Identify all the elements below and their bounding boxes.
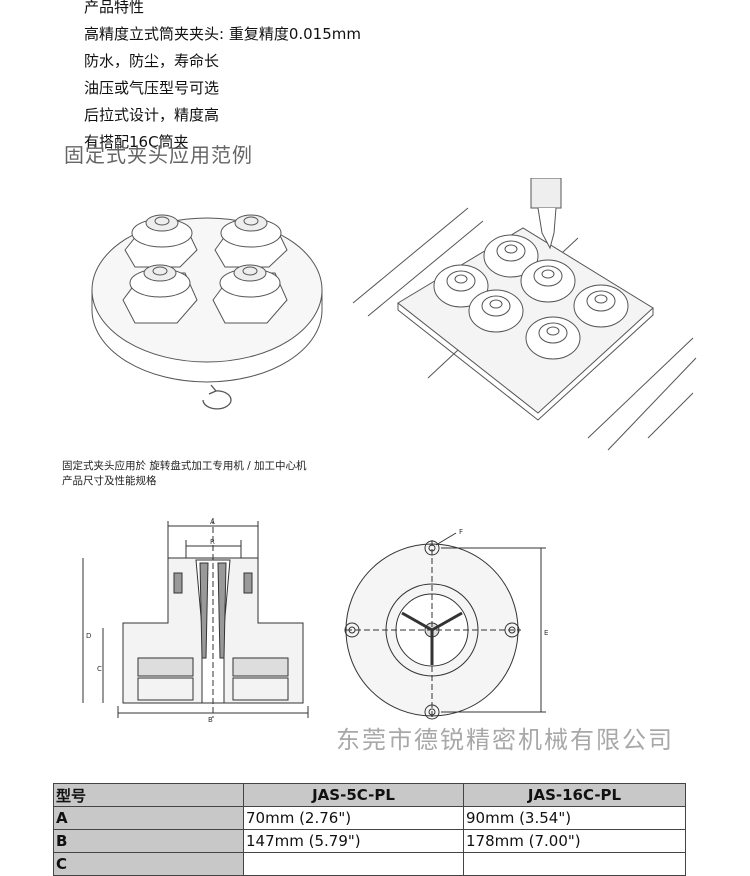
- dim-label-a: A: [210, 518, 215, 526]
- dim-label-c: C: [97, 665, 102, 673]
- table-row: A 70mm (2.76") 90mm (3.54"): [53, 806, 686, 830]
- dim-label-r: R: [210, 538, 215, 546]
- dim-label-f: F: [459, 528, 463, 536]
- figure-caption: 固定式夹头应用於 旋转盘式加工专用机 / 加工中心机 产品尺寸及性能规格: [62, 459, 307, 489]
- chuck-unit: [212, 264, 288, 324]
- dim-label-e: E: [544, 629, 548, 637]
- table-cell: 147mm (5.79"): [243, 829, 464, 853]
- feature-item: 有搭配16C筒夹: [84, 133, 189, 151]
- table-cell: 178mm (7.00"): [463, 829, 686, 853]
- table-row: B 147mm (5.79") 178mm (7.00"): [53, 829, 686, 853]
- top-view-drawing: F E: [344, 528, 548, 720]
- feature-list: 产品特性 高精度立式筒夹夹头: 重复精度0.015mm 防水，防尘，寿命长 油压…: [84, 0, 361, 156]
- feature-item: 油压或气压型号可选: [84, 79, 220, 97]
- chuck-unit: [433, 264, 489, 308]
- feature-item: 防水，防尘，寿命长: [84, 52, 220, 70]
- table-row: C: [53, 852, 686, 876]
- feature-item: 高精度立式筒夹夹头: 重复精度0.015mm: [84, 25, 361, 43]
- machining-center-illustration: [352, 178, 697, 451]
- caption-line: 产品尺寸及性能规格: [62, 475, 157, 487]
- column-header: 型号: [53, 783, 244, 807]
- table-cell: 70mm (2.76"): [243, 806, 464, 830]
- table-cell: 90mm (3.54"): [463, 806, 686, 830]
- rotary-table-illustration: [91, 214, 323, 410]
- chuck-unit: [525, 316, 581, 360]
- chuck-unit: [122, 264, 198, 324]
- row-label: A: [53, 806, 244, 830]
- row-label: C: [53, 852, 244, 876]
- column-header: JAS-5C-PL: [243, 783, 464, 807]
- row-label: B: [53, 829, 244, 853]
- table-header-row: 型号 JAS-5C-PL JAS-16C-PL: [53, 783, 686, 807]
- chuck-unit: [520, 259, 576, 303]
- section-title: 固定式夹头应用范例: [64, 143, 253, 167]
- table-cell: [463, 852, 686, 876]
- column-header: JAS-16C-PL: [463, 783, 686, 807]
- rotate-arrow-icon: [202, 384, 232, 410]
- feature-item: 产品特性: [84, 0, 145, 16]
- chuck-unit: [468, 289, 524, 333]
- feature-item: 后拉式设计，精度高: [84, 106, 220, 124]
- company-watermark: 东莞市德锐精密机械有限公司: [336, 726, 674, 754]
- table-cell: [243, 852, 464, 876]
- cross-section-drawing: A R D C B: [82, 518, 309, 724]
- caption-line: 固定式夹头应用於 旋转盘式加工专用机 / 加工中心机: [62, 460, 307, 472]
- chuck-unit: [124, 214, 198, 268]
- chuck-unit: [573, 284, 629, 328]
- chuck-unit: [483, 234, 539, 278]
- spec-table: 型号 JAS-5C-PL JAS-16C-PL A 70mm (2.76") 9…: [53, 783, 686, 876]
- dim-label-d: D: [86, 632, 91, 640]
- dim-label-b: B: [208, 716, 213, 724]
- chuck-unit: [214, 214, 288, 268]
